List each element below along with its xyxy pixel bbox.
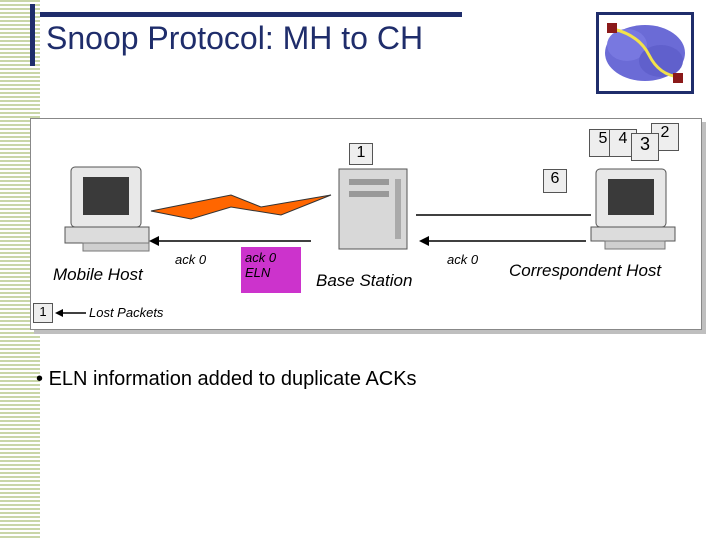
packet-3-box: 3 xyxy=(631,133,659,161)
title-rule-vertical xyxy=(30,4,35,66)
correspondent-host-computer-icon xyxy=(590,168,676,250)
ack-eln-line1: ack 0 xyxy=(245,250,277,265)
base-station-server-icon xyxy=(338,168,408,250)
bullet-text: ELN information added to duplicate ACKs xyxy=(48,368,417,390)
network-cloud-icon xyxy=(596,12,694,94)
page-title: Snoop Protocol: MH to CH xyxy=(46,20,424,56)
mobile-host-computer-icon xyxy=(64,166,150,252)
packet-1-box: 1 xyxy=(349,143,373,165)
base-station-label: Base Station xyxy=(316,271,413,290)
legend-label: Lost Packets xyxy=(89,305,164,320)
diagram-panel: 1 6 2 5 4 3 ack 0 ack 0 ELN ack 0 Mobile… xyxy=(30,118,702,330)
ack-eln-box: ack 0 ELN xyxy=(241,247,301,293)
bullet-point: • ELN information added to duplicate ACK… xyxy=(36,368,417,390)
mobile-host-label: Mobile Host xyxy=(53,265,143,284)
title-rule xyxy=(40,12,462,17)
wireless-link-lightning xyxy=(150,194,332,220)
ack-ch-label: ack 0 xyxy=(447,252,479,267)
correspondent-host-label: Correspondent Host xyxy=(509,261,662,280)
legend-packet-box: 1 xyxy=(33,303,53,323)
ack-eln-line2: ELN xyxy=(245,265,271,280)
packet-6-box: 6 xyxy=(543,169,567,193)
ack-mh-label: ack 0 xyxy=(175,252,207,267)
